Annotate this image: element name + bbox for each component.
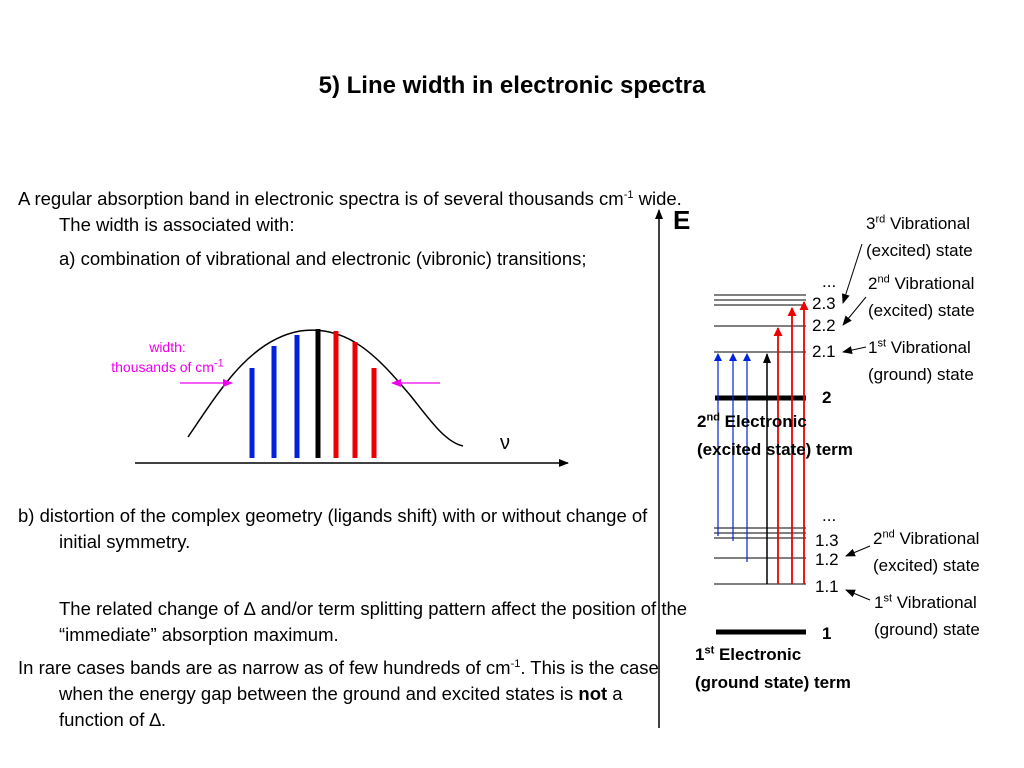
pointer-1st-vib-upper <box>842 346 867 354</box>
annotation-2nd-vibrational-upper: 2nd Vibrational (excited) state <box>868 273 975 320</box>
level-label-1-3: 1.3 <box>815 531 839 550</box>
paragraph-a: a) combination of vibrational and electr… <box>59 248 587 269</box>
level-label-1-1: 1.1 <box>815 577 839 596</box>
pointer-2nd-vib-upper <box>842 296 867 326</box>
term-1-number: 1 <box>822 624 832 643</box>
pointer-3rd-vib <box>841 243 863 304</box>
annotation-1st-vibrational-lower: 1st Vibrational (ground) state <box>874 592 980 639</box>
dots-upper: ... <box>822 272 837 291</box>
pointer-2nd-vib-lower <box>845 545 871 557</box>
slide-title: 5) Line width in electronic spectra <box>318 72 706 99</box>
term-2-number: 2 <box>822 388 832 407</box>
term-2-label: 2nd Electronic (excited state) term <box>697 411 853 459</box>
dots-lower: ... <box>822 506 837 525</box>
paragraph-intro: A regular absorption band in electronic … <box>18 188 682 235</box>
paragraph-delta: The related change of ∆ and/or term spli… <box>59 598 688 645</box>
level-label-1-2: 1.2 <box>815 550 839 569</box>
annotation-2nd-vibrational-lower: 2nd Vibrational (excited) state <box>873 528 980 575</box>
annotation-1st-vibrational-upper: 1st Vibrational (ground) state <box>868 337 974 384</box>
energy-axis-label: E <box>673 205 691 235</box>
nu-label: ν <box>500 432 510 454</box>
level-label-2-1: 2.1 <box>812 342 836 361</box>
level-label-2-3: 2.3 <box>812 294 836 313</box>
paragraph-rare: In rare cases bands are as narrow as of … <box>18 657 659 730</box>
paragraph-b: b) distortion of the complex geometry (l… <box>18 505 648 552</box>
width-label: width: thousands of cm-1 <box>111 339 224 375</box>
annotation-3rd-vibrational: 3rd Vibrational (excited) state <box>866 213 973 260</box>
level-label-2-2: 2.2 <box>812 316 836 335</box>
band-envelope <box>187 329 464 447</box>
term-1-label: 1st Electronic (ground state) term <box>695 644 851 692</box>
pointer-1st-vib-lower <box>845 589 871 601</box>
